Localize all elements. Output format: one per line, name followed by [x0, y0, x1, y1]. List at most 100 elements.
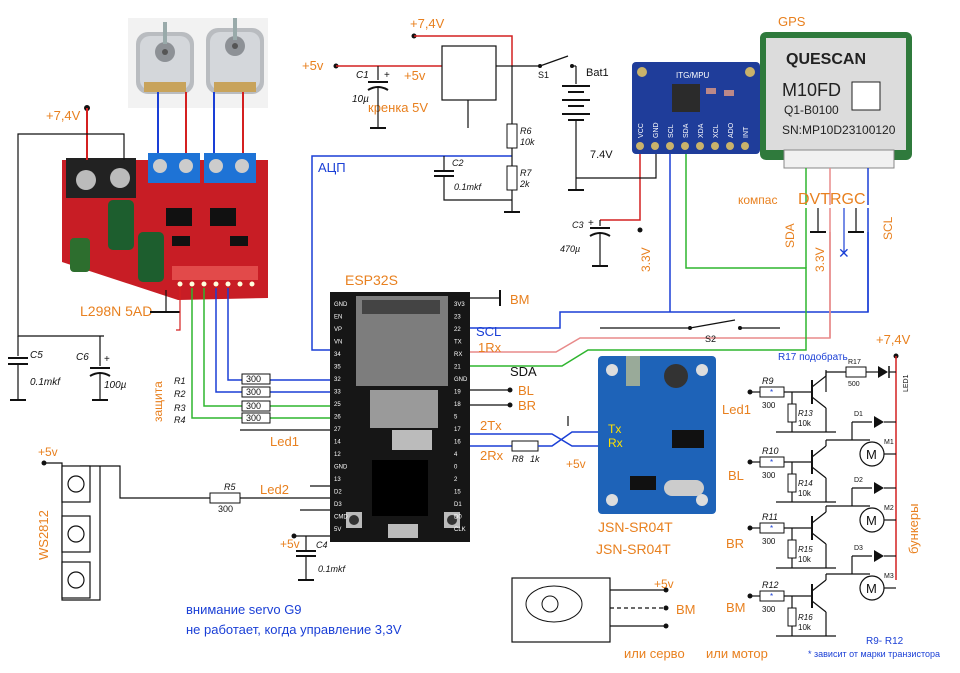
v74-left-label: +7,4V — [46, 108, 81, 123]
tx2-label: 2Tx — [480, 418, 502, 433]
svg-text:*: * — [770, 592, 773, 601]
base-resistor-value: 300 — [762, 537, 776, 546]
warning-line-1: внимание servo G9 — [186, 602, 302, 617]
motor-image-2 — [206, 18, 264, 94]
esp-pin-left: 14 — [334, 440, 341, 446]
svg-text:300: 300 — [246, 401, 261, 411]
sr-label-2: JSN-SR04T — [596, 541, 671, 557]
ws2812-strip — [61, 465, 91, 599]
mpu-pin — [681, 142, 689, 150]
c1-label: C1 — [356, 70, 369, 81]
mpu-pin-label: INT — [743, 126, 750, 138]
c6-value: 100µ — [104, 380, 127, 391]
c5-label: C5 — [30, 350, 43, 361]
svg-text:M: M — [866, 447, 877, 462]
br-right-label: BR — [726, 536, 744, 551]
base-resistor-label: R10 — [762, 446, 779, 456]
led2-label: Led2 — [260, 482, 289, 497]
mpu-pin — [666, 142, 674, 150]
flyback-diode — [874, 550, 884, 562]
led-label: LED1 — [903, 374, 910, 392]
mpu-pin-label: SCL — [668, 124, 675, 138]
mpu-pin-label: VCC — [638, 123, 645, 138]
c3-value: 470µ — [560, 244, 580, 254]
v74-top-label: +7,4V — [410, 16, 445, 31]
mpu-pin-label: ADO — [728, 122, 735, 138]
pulldown-label: R15 — [798, 545, 813, 554]
diode-label: D1 — [854, 411, 863, 418]
svg-text:*: * — [770, 388, 773, 397]
esp-pin-left: EN — [334, 315, 342, 321]
svg-text:+: + — [104, 354, 110, 365]
svg-text:*: * — [770, 458, 773, 467]
dc-motors — [128, 18, 268, 108]
svg-text:M: M — [866, 581, 877, 596]
mpu-pin — [726, 142, 734, 150]
esp-pin-right: CLK — [454, 527, 466, 533]
esp-pin-left: D3 — [334, 502, 342, 508]
gps-label: GPS — [778, 14, 806, 29]
c4-value: 0.1mkf — [318, 564, 347, 574]
zaschita-label: защита — [151, 381, 165, 422]
esp-pin-left: 25 — [334, 402, 341, 408]
mpu-pin — [636, 142, 644, 150]
esp-pin-left: CMD — [334, 515, 348, 521]
r2-label: R2 — [174, 389, 186, 399]
mpu-pin-label: XCL — [713, 124, 720, 138]
v74-right-label: +7,4V — [876, 332, 911, 347]
esp-pin-right: 4 — [454, 452, 458, 458]
c2-label: C2 — [452, 158, 464, 168]
svg-text:+: + — [384, 70, 390, 81]
pulldown-resistor — [787, 473, 797, 493]
esp-pin-left: D2 — [334, 490, 342, 496]
base-resistor-value: 300 — [762, 401, 776, 410]
bat-voltage: 7.4V — [590, 149, 613, 161]
pulldown-resistor — [787, 607, 797, 627]
mpu-pin-label: SDA — [683, 123, 690, 138]
warning-line-2: не работает, когда управление 3,3V — [186, 622, 402, 637]
v33-mpu-label: 3.3V — [639, 247, 653, 272]
esp-pin-right: 23 — [454, 315, 461, 321]
bunkery-label: бункеры — [906, 504, 921, 554]
esp-pin-right: 21 — [454, 365, 461, 371]
base-resistor-value: 300 — [762, 605, 776, 614]
esp-pin-right: 5 — [454, 415, 458, 421]
r17-note: R17 подобрать — [778, 351, 848, 363]
r17-value: 500 — [848, 381, 860, 388]
mpu-pin — [711, 142, 719, 150]
br-label: BR — [518, 398, 536, 413]
svg-text:300: 300 — [246, 387, 261, 397]
r6-value: 10k — [520, 137, 535, 147]
r3-label: R3 — [174, 403, 186, 413]
led1-right-label: Led1 — [722, 402, 751, 417]
gps-rev: Q1-B0100 — [784, 103, 839, 117]
bm-top-label: BM — [510, 292, 530, 307]
esp-pin-left: 5V — [334, 527, 341, 533]
c2-value: 0.1mkf — [454, 182, 483, 192]
esp-pin-left: 26 — [334, 415, 341, 421]
c5-value: 0.1mkf — [30, 377, 61, 388]
esp-pin-right: 16 — [454, 440, 461, 446]
kompas-label: компас — [738, 193, 777, 207]
s2-label: S2 — [705, 334, 716, 344]
esp-pin-right: TX — [454, 340, 462, 346]
gps-serial: SN:MP10D23100120 — [782, 123, 896, 137]
r1-label: R1 — [174, 376, 186, 386]
r5-label: R5 — [224, 482, 236, 492]
sr-rx-label: Rx — [608, 436, 623, 450]
bl-label: BL — [518, 383, 534, 398]
esp-pin-left: GND — [334, 465, 348, 471]
v5-c4-label: +5v — [280, 537, 300, 551]
esp-pins-left: GNDENVPVN343532332526271412GND13D2D3CMD5… — [334, 302, 348, 533]
esp-pin-right: GND — [454, 377, 468, 383]
sda-label: SDA — [510, 364, 537, 379]
pulldown-value: 10k — [798, 555, 812, 564]
pulldown-value: 10k — [798, 489, 812, 498]
sr-label-1: JSN-SR04T — [598, 519, 673, 535]
esp-pin-left: 27 — [334, 427, 341, 433]
mpu-label: ITG/MPU — [676, 71, 710, 80]
v5-top-label: +5v — [302, 58, 324, 73]
r17-label: R17 — [848, 359, 861, 366]
